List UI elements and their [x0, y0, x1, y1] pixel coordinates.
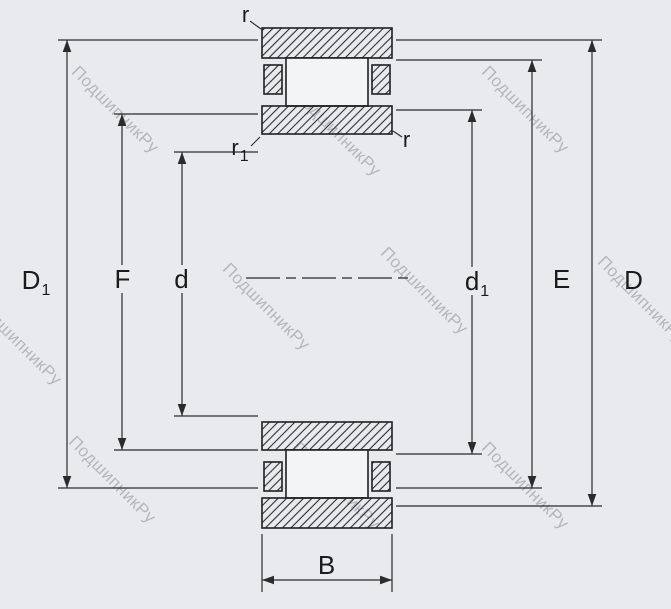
- dim-label-F: F: [110, 265, 136, 293]
- dimension-D: [396, 39, 602, 507]
- dim-label-r-top: r: [241, 2, 250, 27]
- rib-left-top: [263, 64, 283, 95]
- dimension-D1: [58, 39, 258, 489]
- rib-right-top: [371, 64, 391, 95]
- dimension-B: [261, 534, 393, 592]
- dim-label-D1: D1: [21, 265, 51, 299]
- inner-ring-bottom: [261, 421, 393, 451]
- leader-r1: [250, 136, 261, 147]
- dim-label-D: D: [624, 265, 643, 295]
- dimension-E: [396, 59, 542, 489]
- dim-label-d1: d1: [460, 267, 494, 300]
- dim-label-r1: r1: [231, 135, 249, 165]
- roller-bottom: [285, 449, 369, 499]
- dim-label-B: B: [317, 550, 336, 580]
- leader-r-top: [249, 20, 262, 30]
- leader-r-right: [392, 130, 403, 138]
- dim-label-r-right: r: [402, 127, 411, 152]
- outer-ring-bottom: [261, 461, 393, 529]
- outer-ring-top: [261, 27, 393, 95]
- dim-label-d: d: [170, 265, 194, 293]
- dim-label-E: E: [552, 264, 571, 294]
- rib-left-bottom: [263, 461, 283, 492]
- inner-ring-top: [261, 105, 393, 135]
- rib-right-bottom: [371, 461, 391, 492]
- roller-top: [285, 57, 369, 107]
